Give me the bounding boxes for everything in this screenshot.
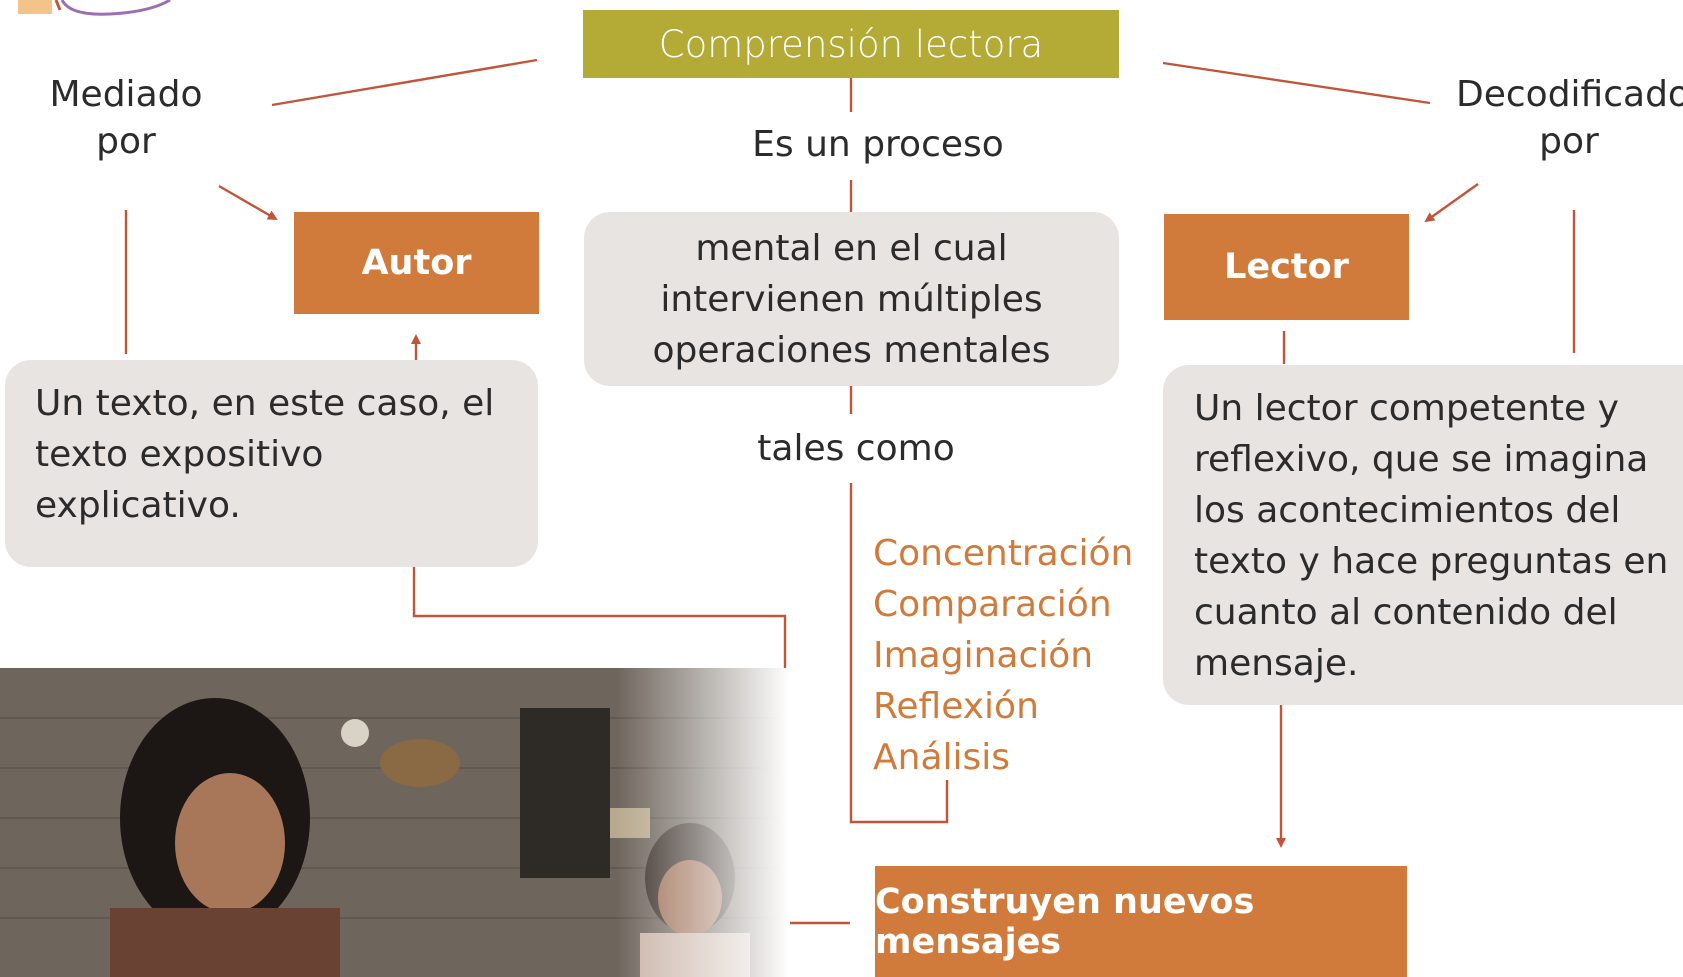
lector-description-line: Un lector competente y [1194, 388, 1619, 429]
lector-node-label: Lector [1224, 247, 1349, 287]
title-text: Comprensión lectora [658, 22, 1044, 66]
left-connector-label: Mediado por [40, 74, 212, 162]
center-connector-label-2: tales como [740, 428, 972, 469]
process-description-line1: mental en el cual [695, 228, 1008, 269]
title-node: Comprensión lectora [583, 10, 1119, 78]
right-connector-label: Decodificado por [1456, 74, 1683, 162]
left-connector-label-line1: Mediado [49, 74, 203, 115]
center-connector-label-2-text: tales como [757, 428, 955, 469]
left-connector-label-line2: por [96, 121, 156, 162]
lector-description-box: Un lector competente y reflexivo, que se… [1163, 365, 1683, 705]
autor-description-text: Un texto, en este caso, el texto exposit… [35, 383, 495, 526]
result-node-label: Construyen nuevos mensajes [875, 881, 1255, 962]
process-description-line2: intervienen múltiples [660, 279, 1043, 320]
logo-fragment [0, 0, 180, 18]
lector-description-line: reflexivo, que se imagina [1194, 439, 1649, 480]
center-connector-label-text: Es un proceso [752, 124, 1004, 165]
reading-photo [0, 668, 790, 977]
operation-item: Comparación [873, 584, 1112, 625]
right-connector-label-line2: por [1539, 121, 1599, 162]
right-connector-label-line1: Decodificado [1456, 74, 1683, 115]
autor-description-box: Un texto, en este caso, el texto exposit… [5, 360, 538, 567]
result-node: Construyen nuevos mensajes [875, 866, 1407, 977]
lector-description-line: los acontecimientos del [1194, 490, 1621, 531]
operation-item: Análisis [873, 737, 1011, 778]
process-description-box: mental en el cual intervienen múltiples … [584, 212, 1119, 386]
operation-item: Reflexión [873, 686, 1039, 727]
lector-description-line: texto y hace preguntas en [1194, 541, 1669, 582]
operation-item: Concentración [873, 533, 1134, 574]
autor-node-label: Autor [361, 243, 472, 283]
process-description-line3: operaciones mentales [652, 330, 1051, 371]
lector-node: Lector [1164, 214, 1409, 320]
lector-description-line: cuanto al contenido del [1194, 592, 1618, 633]
operations-list: Concentración Comparación Imaginación Re… [873, 528, 1133, 783]
autor-node: Autor [294, 212, 539, 314]
lector-description-line: mensaje. [1194, 643, 1359, 684]
center-connector-label: Es un proceso [730, 124, 1026, 165]
operation-item: Imaginación [873, 635, 1094, 676]
